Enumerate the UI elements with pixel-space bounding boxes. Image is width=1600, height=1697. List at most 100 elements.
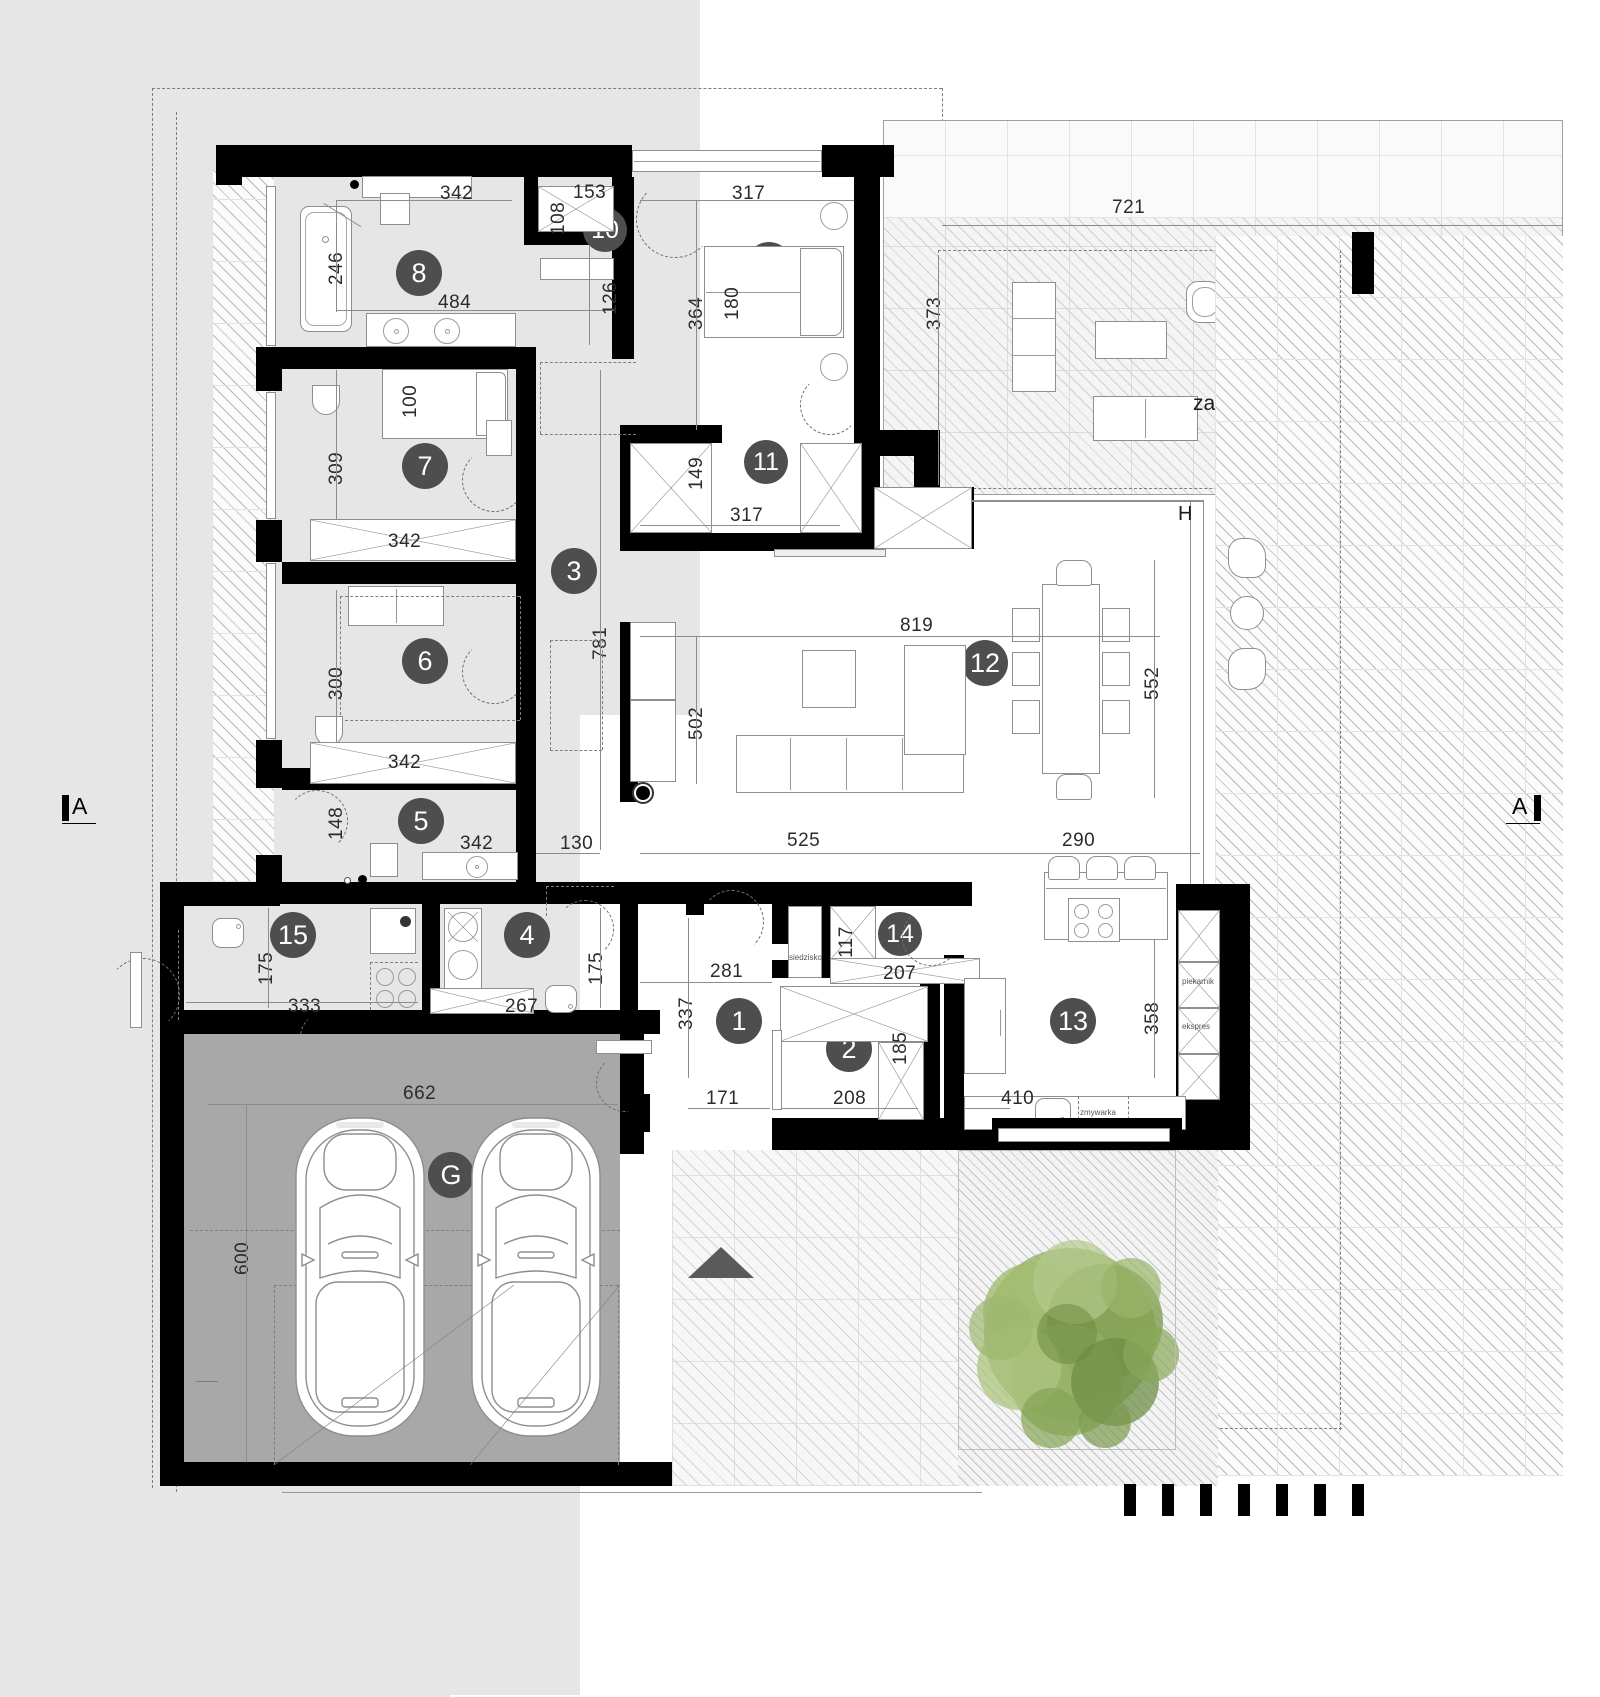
nightstand-7 (312, 385, 340, 415)
dim-552-line (1154, 560, 1155, 798)
dim-662: 662 (403, 1083, 437, 1104)
dim-300-line (336, 590, 337, 745)
washer-4-x (448, 912, 478, 942)
bed6-rug-left (340, 596, 341, 720)
wall-service-bottom (160, 1010, 660, 1034)
dim-153: 153 (573, 182, 607, 203)
dim-342-r5: 342 (388, 752, 422, 773)
site-grid-right (1215, 236, 1563, 1476)
fence-tick-1 (1124, 1484, 1136, 1516)
wall-garage-bottom-block (614, 1462, 672, 1486)
dim-484: 484 (438, 292, 472, 313)
dim-333: 333 (288, 996, 322, 1017)
fence-tick-3 (1200, 1484, 1212, 1516)
dim-600: 600 (232, 1241, 253, 1275)
dim-552: 552 (1142, 666, 1163, 700)
corridor-hatch-top (550, 640, 602, 641)
window-left-2 (266, 392, 276, 519)
sofa-div-1 (790, 738, 791, 790)
room-badge-11: 11 (744, 440, 788, 484)
bar-stool-3 (1124, 856, 1156, 880)
dim-364-line (696, 200, 697, 430)
bar-stool-2 (1086, 856, 1118, 880)
wall-v-corridor-left-mid (516, 562, 536, 790)
terrace-sofa-div (1145, 399, 1146, 438)
corridor-lower-dash-l (546, 886, 547, 916)
label-zmywarka: zmywarka (1080, 1108, 1117, 1117)
dim-721: 721 (1112, 197, 1146, 218)
tall-cabinet-4 (1178, 1054, 1220, 1100)
dim-358: 358 (1142, 1001, 1163, 1035)
corridor-hatch-left (550, 640, 551, 750)
plot-boundary-inner (176, 112, 177, 1492)
burner-1 (1074, 904, 1089, 919)
wall-v-corridor-left-lower (516, 790, 536, 882)
dining-chair-l3 (1012, 700, 1040, 734)
terrace-armchair-inner (1192, 287, 1218, 317)
utility-burner-1 (376, 968, 394, 986)
room-badge-7: 7 (402, 443, 448, 489)
dim-502-line (696, 636, 697, 784)
wall-top-left (216, 145, 632, 177)
dim-364: 364 (686, 297, 708, 330)
room-badge-4: 4 (504, 912, 550, 958)
tree-plot-outline (958, 1150, 1176, 1450)
door-swing-5 (286, 790, 348, 852)
sink-4-drain (568, 1004, 573, 1009)
fixture-dot-5b (358, 875, 367, 884)
terrace-shelf-unit (1012, 282, 1056, 392)
dishwasher-right (1128, 1096, 1129, 1130)
bathtub-inner (305, 212, 347, 326)
utility-hob-swirl (380, 922, 398, 934)
door-swing-4 (556, 900, 614, 958)
corridor-hatch-bot (550, 750, 602, 751)
sink-4 (545, 985, 577, 1013)
fireplace-lower (630, 700, 676, 782)
master-bed-headboard (800, 248, 842, 336)
dim-126-line (589, 245, 590, 345)
dim-290: 290 (1062, 830, 1096, 851)
room-badge-1: 1 (716, 998, 762, 1044)
wall-v-room2-left (772, 904, 788, 944)
dim-100: 100 (400, 384, 421, 418)
outdoor-chair-1 (1228, 538, 1266, 578)
dim-781: 781 (590, 627, 612, 660)
bath-top-counter (362, 176, 472, 198)
fridge-handle (1000, 1010, 1001, 1036)
wall-room11-bottom (620, 533, 874, 551)
corridor-lower-dash (546, 886, 614, 887)
wall-garage-bottom (160, 1462, 672, 1486)
wc14-lower (830, 958, 980, 984)
wall-left-outer-c (256, 520, 282, 562)
bed6-rug-bottom (340, 720, 520, 721)
dim-342-top-line (336, 200, 512, 201)
closet11-right (800, 443, 862, 533)
wall-bottom-mid (772, 1118, 992, 1150)
garage-arrow-left (196, 1370, 218, 1382)
utility-hob-dash-l (370, 962, 371, 1010)
outdoor-chair-3 (1228, 648, 1266, 690)
wc14-fixture (830, 906, 876, 960)
utility-knob (400, 916, 411, 927)
window-left-1 (266, 186, 276, 346)
fixture-dot-5a (344, 877, 351, 884)
dim-317-mid-line (640, 525, 840, 526)
dim-208-line (782, 1108, 918, 1109)
garage-badge: G (428, 1152, 474, 1198)
sink-5-drain (475, 865, 479, 869)
section-marker-left-line (62, 823, 96, 824)
utility-burner-2 (398, 968, 416, 986)
dim-175-right-line (600, 908, 601, 1008)
section-marker-left-label: A (72, 793, 88, 819)
wall-left-outer-d (256, 740, 282, 788)
fireplace-unit (630, 622, 676, 700)
wardrobe-2-top (780, 986, 928, 1042)
living-top-rail (966, 500, 1204, 502)
terrace-roof-edge (938, 250, 1318, 251)
wall-room13-left (944, 978, 964, 1118)
burner-3 (1074, 923, 1089, 938)
terrace-table (1095, 321, 1167, 359)
dryer-4 (448, 950, 478, 980)
dim-525: 525 (787, 830, 821, 851)
plot-right-dash-bottom (1210, 1428, 1342, 1429)
